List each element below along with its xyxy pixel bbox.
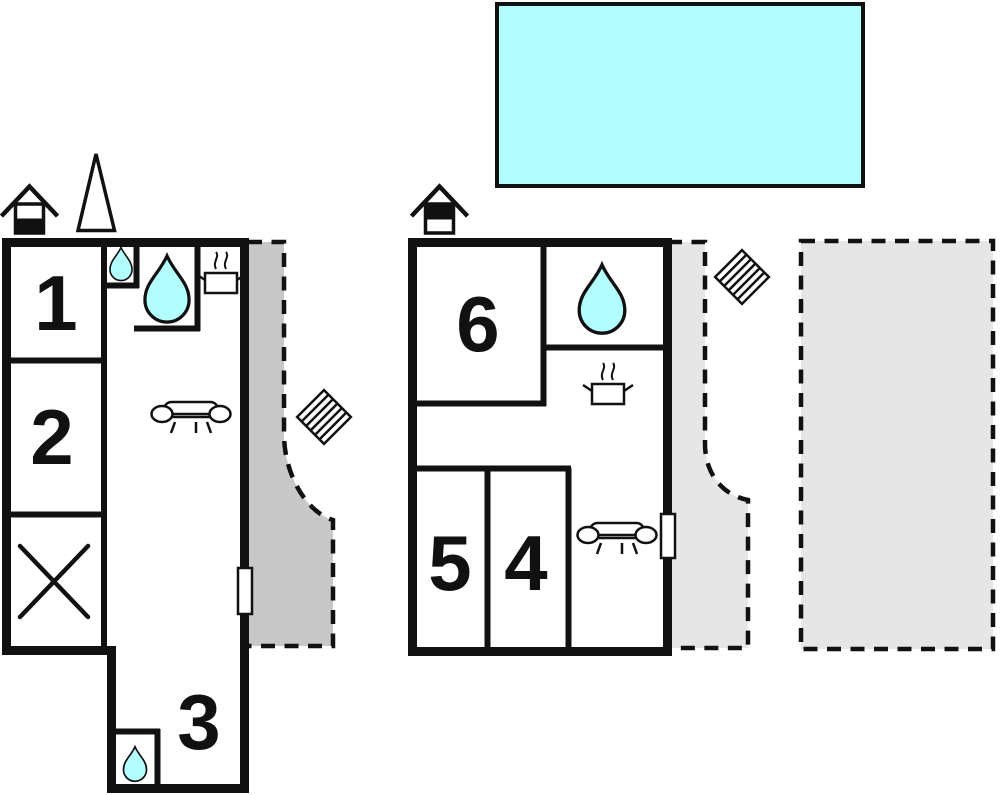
left-building: 1 2 3	[2, 238, 254, 793]
house-icon-right	[409, 183, 470, 235]
room-4-label: 4	[504, 519, 547, 607]
stairs-icon-right	[713, 248, 771, 306]
room-5-label: 5	[428, 519, 471, 607]
house-icon-left	[0, 183, 60, 235]
room-1-label: 1	[34, 259, 77, 347]
right-terrace	[664, 242, 748, 648]
room-6-label: 6	[456, 280, 499, 368]
room-3-label: 3	[177, 678, 220, 766]
right-building-inner-walls	[412, 238, 668, 652]
stairs-icon-left	[295, 388, 353, 446]
left-building-outer-walls	[2, 238, 249, 793]
left-terrace	[244, 242, 333, 646]
right-building: 6 5 4	[408, 238, 677, 656]
left-building-door	[236, 566, 254, 616]
room-2-label: 2	[30, 393, 73, 481]
dashed-terrace-area	[798, 238, 996, 652]
right-terrace-border	[668, 239, 751, 651]
left-building-inner-walls	[6, 238, 201, 789]
left-terrace-border	[248, 239, 336, 649]
tree-icon	[75, 153, 117, 233]
right-building-door	[659, 512, 677, 560]
crossed-room-x-icon	[17, 543, 91, 620]
swimming-pool	[495, 2, 865, 188]
